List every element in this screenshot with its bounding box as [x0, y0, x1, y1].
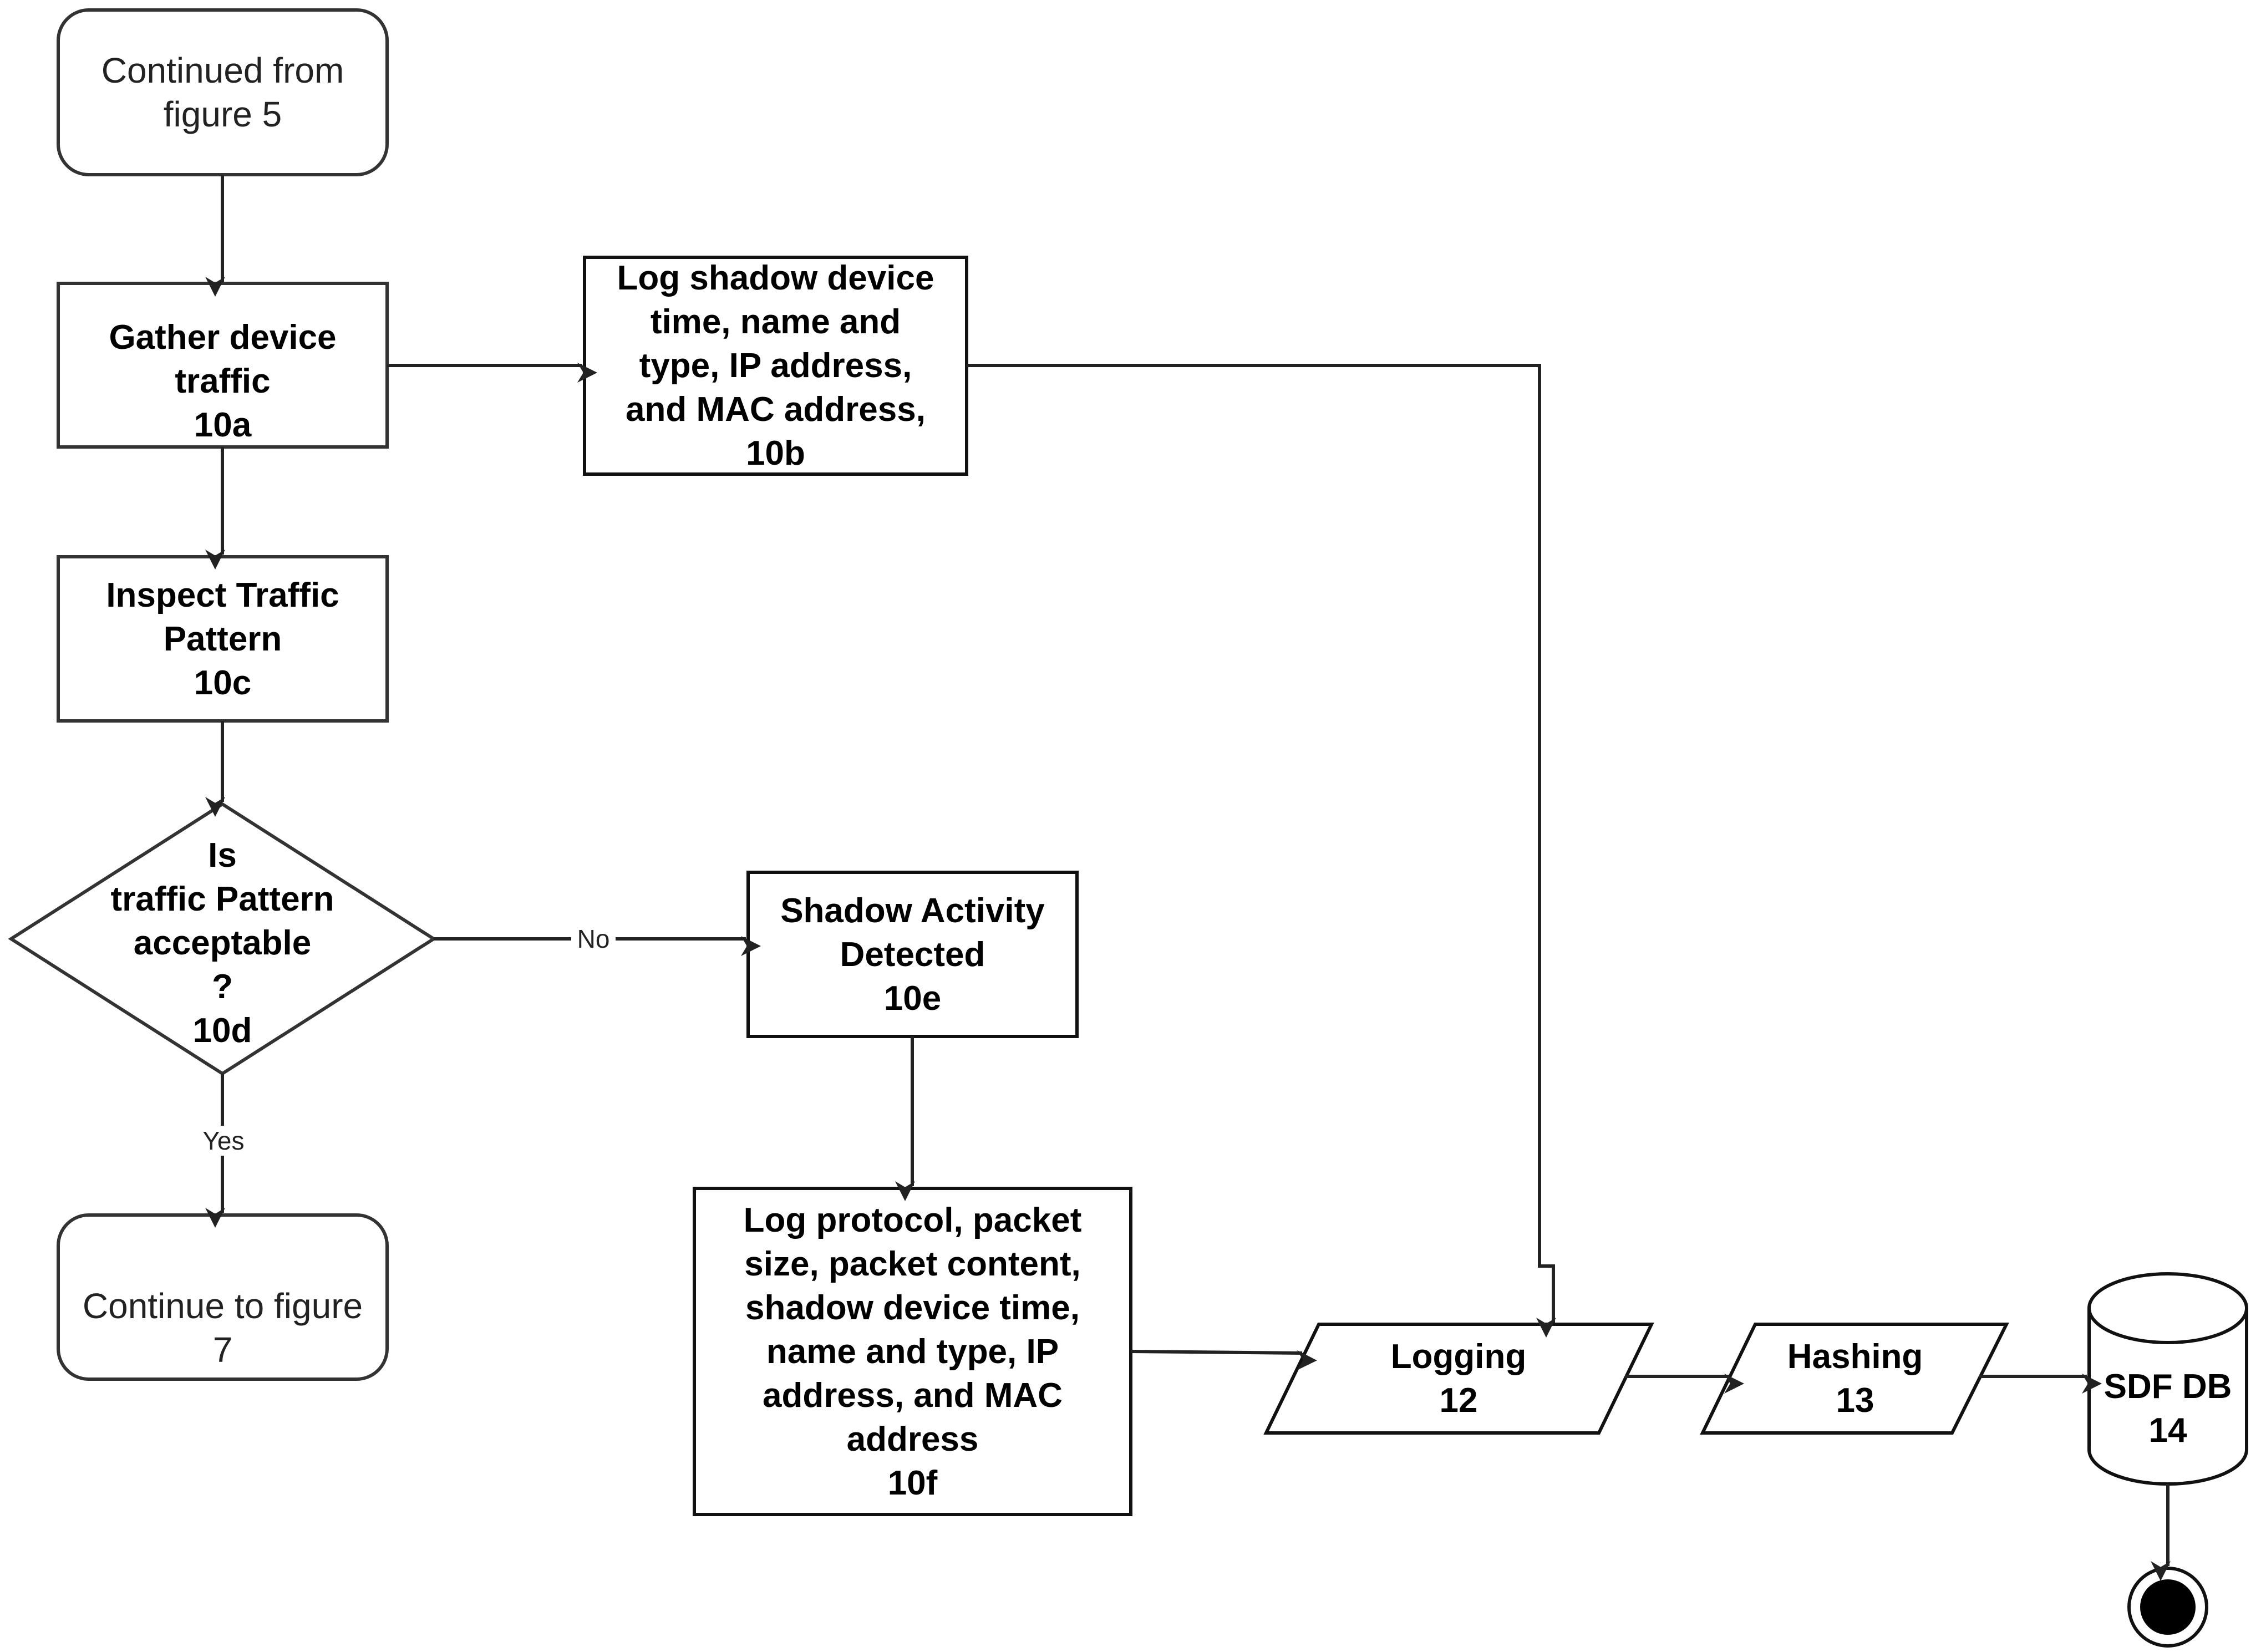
no-edge-label: No [571, 924, 616, 954]
gather-node-label: Gather device traffic 10a [109, 318, 337, 444]
log-protocol-node-label: Log protocol, packet size, packet conten… [743, 1201, 1082, 1502]
gather-traffic-box [57, 282, 389, 449]
end-state-icon [2127, 1567, 2208, 1648]
inspect-traffic-box [57, 555, 389, 723]
hashing-parallelogram [1700, 1323, 2009, 1435]
database-cylinder [2087, 1272, 2248, 1486]
yes-edge-label: Yes [197, 1126, 250, 1156]
log-protocol-box [693, 1187, 1132, 1516]
continue-node-label: Continue to figure 7 [82, 1286, 363, 1370]
sdf-db-node-label: SDF DB 14 [2104, 1368, 2232, 1450]
arrow-log-shadow-to-logging [967, 364, 1556, 1338]
shadow-detected-node-label: Shadow Activity Detected 10e [780, 891, 1045, 1018]
logging-node-label: Logging 12 [1390, 1338, 1527, 1420]
inspect-node-label: Inspect Traffic Pattern 10c [106, 576, 339, 702]
decision-node-label: Is traffic Pattern acceptable ? 10d [110, 836, 334, 1050]
hashing-node-label: Hashing 13 [1787, 1338, 1923, 1420]
arrow-log-protocol-to-logging [1130, 1350, 1317, 1370]
log-shadow-box [583, 256, 968, 476]
log-shadow-node-label: Log shadow device time, name and type, I… [617, 259, 934, 472]
start-node-label: Continued from figure 5 [101, 50, 344, 134]
